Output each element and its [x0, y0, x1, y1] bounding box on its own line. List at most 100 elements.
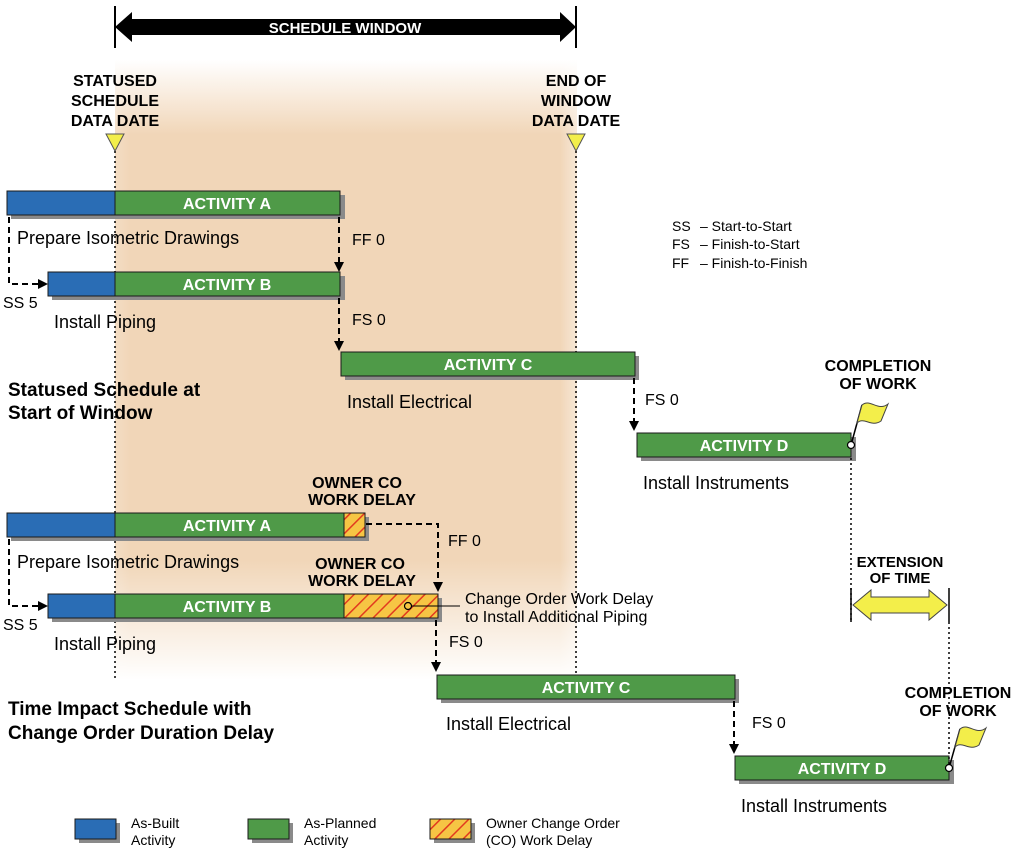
- bottom-a-as-planned-bar: [114, 512, 345, 538]
- bottom-section-title: Time Impact Schedule with Change Order D…: [8, 699, 274, 744]
- statused-date-line2: SCHEDULE: [71, 93, 159, 110]
- bottom-completion-line1: COMPLETION: [905, 685, 1012, 702]
- extension-arrow-icon: [852, 588, 948, 622]
- owner-co-label-b: OWNER CO WORK DELAY: [308, 556, 416, 590]
- owner-co-label-a: OWNER CO WORK DELAY: [308, 475, 416, 509]
- top-section-line1: Statused Schedule at: [8, 380, 201, 401]
- bottom-c-as-planned-bar: [436, 674, 736, 700]
- key-ss-code: SS: [672, 218, 691, 234]
- bottom-ss5-label: SS 5: [3, 617, 38, 634]
- top-d-description: Install Instruments: [643, 473, 789, 493]
- bottom-completion-flag-icon: [944, 726, 988, 773]
- legend-co-delay-swatch: [429, 818, 472, 840]
- statused-date-line1: STATUSED: [73, 73, 157, 90]
- bottom-section-line1: Time Impact Schedule with: [8, 699, 252, 720]
- bottom-fs0-bc-label: FS 0: [449, 634, 483, 651]
- top-activity-c: ACTIVITY C Install Electrical: [340, 351, 639, 412]
- schedule-window-label: SCHEDULE WINDOW: [269, 20, 422, 37]
- owner-co-b-line2: WORK DELAY: [308, 573, 416, 590]
- top-activity-d: ACTIVITY D Install Instruments: [636, 432, 856, 493]
- bottom-ff-link: FF 0: [366, 523, 481, 592]
- bottom-c-description: Install Electrical: [446, 714, 571, 734]
- co-note-line2: to Install Additional Piping: [465, 609, 647, 626]
- bottom-b-description: Install Piping: [54, 634, 156, 654]
- bottom-activity-d: ACTIVITY D Install Instruments: [734, 755, 954, 816]
- top-fs0-cd-label: FS 0: [645, 392, 679, 409]
- top-section-line2: Start of Window: [8, 403, 153, 424]
- bottom-ff0-label: FF 0: [448, 533, 481, 550]
- top-a-as-built-bar: [6, 190, 116, 216]
- bottom-a-label: ACTIVITY A: [183, 518, 271, 535]
- legend-as-planned-line2: Activity: [304, 832, 348, 848]
- key-fs-code: FS: [672, 236, 690, 252]
- top-activity-b: ACTIVITY B Install Piping: [47, 271, 345, 332]
- bottom-b-as-planned-bar: [114, 593, 345, 619]
- end-date-line1: END OF: [546, 73, 607, 90]
- statused-date-line3: DATA DATE: [71, 113, 160, 130]
- top-b-as-planned-bar: [114, 271, 341, 297]
- key-ff-text: – Finish-to-Finish: [700, 255, 807, 271]
- top-completion-line2: OF WORK: [839, 376, 917, 393]
- extension-line2: OF TIME: [870, 570, 931, 587]
- bottom-fs-cd-link: FS 0: [729, 701, 786, 754]
- key-ff-code: FF: [672, 255, 689, 271]
- top-ff-link: FF 0: [334, 217, 385, 272]
- end-date-marker-icon: [566, 133, 586, 153]
- key-fs-text: – Finish-to-Start: [700, 236, 800, 252]
- legend-co-delay-line2: (CO) Work Delay: [486, 832, 592, 848]
- relationship-key: SS – Start-to-Start FS – Finish-to-Start…: [672, 218, 807, 271]
- extension-of-time: EXTENSION OF TIME: [850, 554, 950, 768]
- top-section-title: Statused Schedule at Start of Window: [8, 380, 201, 424]
- statused-data-date: STATUSED SCHEDULE DATA DATE: [71, 73, 160, 680]
- top-c-label: ACTIVITY C: [444, 357, 533, 374]
- bottom-a-description: Prepare Isometric Drawings: [17, 552, 239, 572]
- bottom-a-co-delay-bar: [343, 512, 366, 538]
- end-date-line2: WINDOW: [541, 93, 612, 110]
- top-b-as-built-bar: [47, 271, 116, 297]
- bottom-completion: COMPLETION OF WORK: [905, 685, 1012, 773]
- top-c-as-planned-bar: [340, 351, 636, 377]
- bottom-activity-a: ACTIVITY A Prepare Isometric Drawings: [6, 512, 369, 572]
- legend-as-built: As-Built Activity: [74, 815, 179, 848]
- owner-co-a-line2: WORK DELAY: [308, 492, 416, 509]
- top-d-as-planned-bar: [636, 432, 852, 458]
- bottom-d-description: Install Instruments: [741, 796, 887, 816]
- co-note: Change Order Work Delay to Install Addit…: [465, 591, 653, 626]
- legend-as-built-line2: Activity: [131, 832, 175, 848]
- top-fs-cd-link: FS 0: [629, 378, 679, 431]
- owner-co-b-line1: OWNER CO: [315, 556, 405, 573]
- bottom-ss-link: SS 5: [3, 539, 48, 634]
- bottom-activity-c: ACTIVITY C Install Electrical: [436, 674, 739, 734]
- bottom-section-line2: Change Order Duration Delay: [8, 723, 274, 744]
- top-a-as-planned-bar: [114, 190, 341, 216]
- legend-as-planned-line1: As-Planned: [304, 815, 376, 831]
- top-c-description: Install Electrical: [347, 392, 472, 412]
- extension-line1: EXTENSION: [857, 554, 944, 571]
- top-d-label: ACTIVITY D: [700, 438, 789, 455]
- bottom-b-as-built-bar: [47, 593, 116, 619]
- top-ff0-label: FF 0: [352, 232, 385, 249]
- top-a-description: Prepare Isometric Drawings: [17, 228, 239, 248]
- top-b-description: Install Piping: [54, 312, 156, 332]
- top-fs0-bc-label: FS 0: [352, 312, 386, 329]
- bottom-activity-b: ACTIVITY B Install Piping: [47, 593, 460, 654]
- top-b-label: ACTIVITY B: [183, 277, 272, 294]
- legend-as-planned: As-Planned Activity: [247, 815, 376, 848]
- key-ss-text: – Start-to-Start: [700, 218, 792, 234]
- top-completion-flag-icon: [846, 402, 890, 450]
- co-note-anchor: [403, 601, 413, 611]
- end-date-line3: DATA DATE: [532, 113, 621, 130]
- schedule-window-arrow: SCHEDULE WINDOW: [114, 6, 577, 48]
- bottom-b-label: ACTIVITY B: [183, 599, 272, 616]
- top-activity-a: ACTIVITY A Prepare Isometric Drawings: [6, 190, 345, 248]
- owner-co-a-line1: OWNER CO: [312, 475, 402, 492]
- bottom-d-as-planned-bar: [734, 755, 950, 781]
- bottom-fs0-cd-label: FS 0: [752, 715, 786, 732]
- legend-as-planned-swatch: [247, 818, 290, 840]
- top-ss5-label: SS 5: [3, 295, 38, 312]
- bottom-c-label: ACTIVITY C: [542, 680, 631, 697]
- legend-as-built-swatch: [74, 818, 117, 840]
- legend-as-built-line1: As-Built: [131, 815, 179, 831]
- co-note-line1: Change Order Work Delay: [465, 591, 653, 608]
